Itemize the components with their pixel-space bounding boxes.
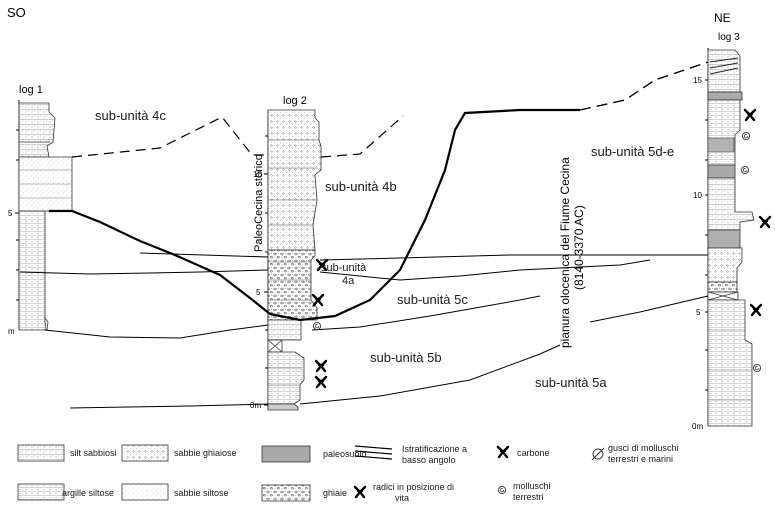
legend-ghiaie-swatch xyxy=(261,484,311,502)
legend-istratificazione-line1: Istratificazione a xyxy=(402,444,467,454)
log-2-symbols xyxy=(311,258,329,389)
log-1-tick-5: 5 xyxy=(8,209,13,218)
boundary-line-5b-top xyxy=(44,295,541,339)
charcoal-icon xyxy=(758,215,772,229)
log-1-column: log 1 5 m xyxy=(8,84,73,336)
log-3-tick-5: 5 xyxy=(696,308,701,317)
boundary-line-log3-lower xyxy=(589,295,709,323)
legend-radici-line1: radici in posizione di xyxy=(373,482,454,492)
charcoal-icon xyxy=(314,359,328,373)
log-3-label: log 3 xyxy=(718,32,740,43)
legend-sabbie-siltose-swatch xyxy=(121,483,169,501)
unit-5b-label: sub-unità 5b xyxy=(370,350,442,365)
legend-gusci-line2: terrestri e marini xyxy=(608,454,673,464)
orientation-ne-label: NE xyxy=(714,11,731,25)
log-1-label: log 1 xyxy=(19,84,43,96)
legend-sabbie-siltose: sabbie siltose xyxy=(174,488,229,498)
pianura-label-line2: (8140-3370 AC) xyxy=(572,205,586,290)
legend-ghiaie: ghiaie xyxy=(323,488,347,498)
unit-4b-label: sub-unità 4b xyxy=(325,179,397,194)
log-2-tick-10: 10 xyxy=(253,170,262,179)
legend-silt-sabbiosi: silt sabbiosi xyxy=(70,448,117,458)
log-2-tick-5: 5 xyxy=(256,288,261,297)
unit-5c-label: sub-unità 5c xyxy=(397,292,468,307)
unit-5de-label: sub-unità 5d-e xyxy=(591,144,674,159)
log-3-symbols xyxy=(740,108,772,373)
log-1-tick-m: m xyxy=(8,327,15,336)
log-2-tick-0m: 0m xyxy=(250,401,261,410)
boundary-line-5c-top xyxy=(139,252,708,261)
boundary-line-5c-base xyxy=(19,259,651,281)
legend-molluschi-line2: terrestri xyxy=(513,492,544,502)
legend-molluschi-line1: molluschi xyxy=(513,481,551,491)
paleocecina-label: PaleoCecina storico xyxy=(253,154,265,252)
mollusc-shell-icon xyxy=(312,321,322,331)
log-3-tick-10: 10 xyxy=(693,191,702,200)
log-3-tick-15: 15 xyxy=(693,76,702,85)
mollusc-shell-icon xyxy=(740,165,750,175)
dashed-top-surface-4b xyxy=(320,115,404,158)
legend-gusci-line1: gusci di molluschi xyxy=(608,443,679,453)
pianura-label-line1: pianura olocenica del Fiume Cecina xyxy=(558,157,572,348)
charcoal-icon xyxy=(311,293,325,307)
legend-argille-siltose-swatch xyxy=(17,483,65,501)
legend-carbone: carbone xyxy=(517,448,550,458)
legend-radici-line2: vita xyxy=(395,493,409,503)
legend-paleosuolo: paleosuolo xyxy=(323,449,367,459)
legend-silt-sabbiosi-swatch xyxy=(17,444,65,462)
dashed-top-surface-5de xyxy=(579,61,709,111)
legend-argille-siltose: argille siltose xyxy=(62,488,114,498)
legend-roots-icon xyxy=(353,485,367,499)
correlation-lines xyxy=(19,61,709,409)
mollusc-shell-icon xyxy=(752,363,762,373)
log-2-label: log 2 xyxy=(283,95,307,107)
orientation-so-label: SO xyxy=(7,5,26,20)
legend-sabbie-ghiaiose-swatch xyxy=(121,444,169,462)
charcoal-icon xyxy=(749,303,763,317)
unit-4a-label-line1: sub-unità xyxy=(321,262,367,274)
legend-paleosuolo-swatch xyxy=(261,445,311,463)
boundary-line-5a-top xyxy=(69,344,561,409)
erosional-surface-paleocecina xyxy=(49,108,580,322)
unit-labels: sub-unità 4c sub-unità 4b sub-unità 4a s… xyxy=(95,108,674,390)
charcoal-icon xyxy=(314,375,328,389)
legend-shells-icon xyxy=(591,447,605,461)
log-2-column: log 2 10 5 0m xyxy=(250,95,322,411)
log-3-tick-0m: 0m xyxy=(692,422,703,431)
unit-4c-label: sub-unità 4c xyxy=(95,108,166,123)
legend-charcoal-icon xyxy=(496,445,510,459)
charcoal-icon xyxy=(743,108,757,122)
log-3-column: log 3 15 10 5 0m xyxy=(692,32,755,431)
mollusc-shell-icon xyxy=(741,131,751,141)
legend-sabbie-ghiaiose: sabbie ghiaiose xyxy=(174,448,237,458)
unit-4a-label-line2: 4a xyxy=(342,275,355,287)
unit-5a-label: sub-unità 5a xyxy=(535,375,607,390)
legend-low-angle-lines-icon xyxy=(354,445,393,460)
legend-istratificazione-line2: basso angolo xyxy=(402,455,456,465)
legend-mollusc-icon xyxy=(497,485,507,495)
dashed-top-surface-4c xyxy=(71,116,268,158)
legend: silt sabbiosi sabbie ghiaiose paleosuolo… xyxy=(17,443,679,503)
